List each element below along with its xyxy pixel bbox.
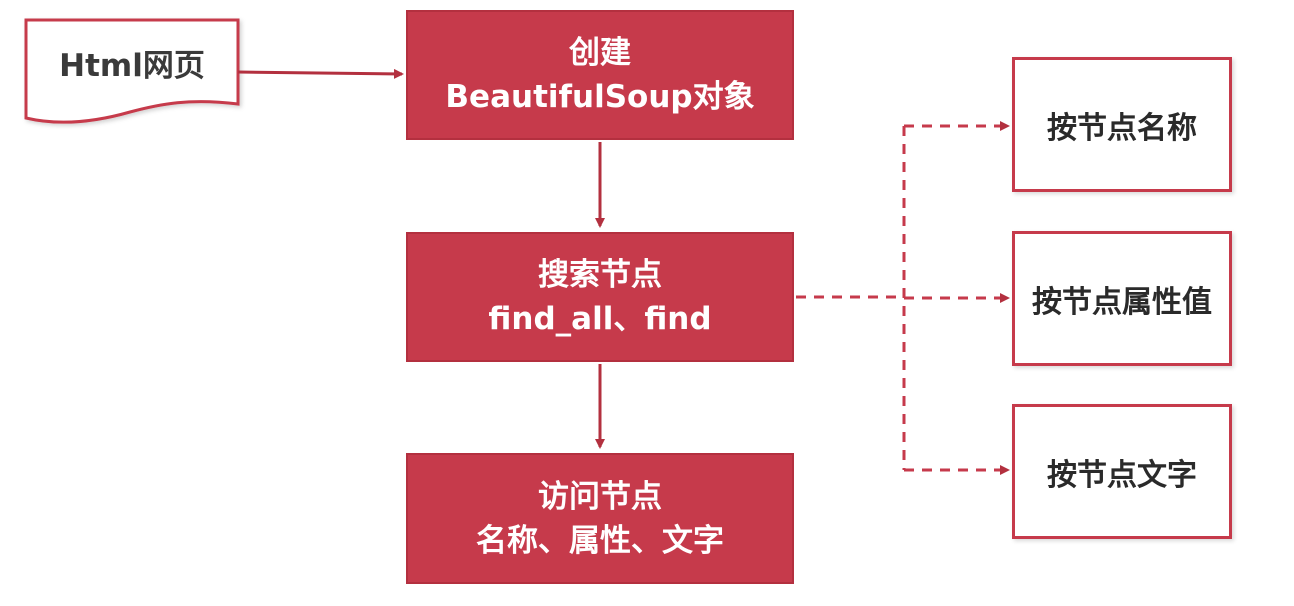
step-search-nodes: 搜索节点 find_all、find	[406, 232, 794, 362]
search-option-by-name: 按节点名称	[1012, 57, 1232, 192]
step-create-soup: 创建 BeautifulSoup对象	[406, 10, 794, 140]
search-option-by-text: 按节点文字	[1012, 404, 1232, 539]
search-option-label: 按节点名称	[1047, 110, 1197, 146]
step-search-subtitle: find_all、find	[488, 301, 712, 337]
step-search-title: 搜索节点	[538, 257, 662, 293]
search-option-by-attribute: 按节点属性值	[1012, 231, 1232, 366]
html-document-shape	[24, 18, 240, 124]
html-page-label: Html网页	[59, 47, 205, 84]
step-access-nodes: 访问节点 名称、属性、文字	[406, 453, 794, 584]
step-access-title: 访问节点	[538, 478, 662, 515]
step-create-subtitle: BeautifulSoup对象	[445, 79, 755, 115]
step-create-title: 创建	[569, 35, 631, 71]
search-option-label: 按节点文字	[1047, 457, 1197, 493]
arrow-doc-to-create	[237, 68, 404, 79]
step-access-subtitle: 名称、属性、文字	[476, 522, 724, 559]
search-option-label: 按节点属性值	[1032, 284, 1212, 320]
